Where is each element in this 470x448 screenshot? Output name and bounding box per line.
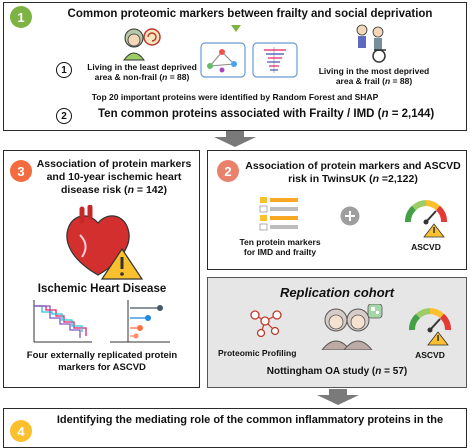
flow-arrow-icon [317, 389, 359, 405]
panel-twinsuk-ascvd [207, 150, 467, 270]
ascvd-markers-footer: Four externally replicated protein marke… [26, 350, 178, 373]
forest-plot-icon [110, 300, 170, 343]
ihd-label: Ischemic Heart Disease [37, 283, 167, 295]
step-badge-3: 3 [10, 160, 32, 182]
panel2-title: Association of protein markers and ASCVD… [245, 160, 461, 185]
gauge-icon [405, 200, 447, 238]
ten-common-proteins-text: Ten common proteins associated with Frai… [98, 108, 435, 120]
list-icon [259, 197, 298, 231]
heart-warning-icon [66, 205, 144, 280]
survival-curve-icon [33, 300, 92, 343]
panel1-title: Common proteomic markers between frailty… [67, 8, 433, 20]
twins-icon [321, 304, 383, 350]
panel4-title: Identifying the mediating role of the co… [56, 414, 444, 426]
top20-proteins-text: Top 20 important proteins were identifie… [91, 92, 379, 102]
gauge-icon [409, 308, 451, 346]
step-number-2: 2 [56, 108, 72, 124]
most-deprived-label: Living in the most deprived area & frail… [318, 66, 430, 86]
plus-icon [340, 206, 360, 226]
panel3-title: Association of protein markers and 10-ye… [36, 158, 192, 196]
replication-ascvd-label: ASCVD [415, 350, 445, 360]
step-number-1: 1 [56, 62, 72, 78]
ascvd-label: ASCVD [411, 242, 441, 252]
step-badge-1: 1 [10, 6, 32, 28]
wheelchair-person-icon [356, 24, 386, 63]
flow-arrow-icon [214, 131, 256, 147]
molecule-icon [250, 310, 282, 337]
step-badge-2: 2 [217, 160, 239, 182]
network-icon [200, 42, 246, 78]
least-deprived-label: Living in the least deprived area & non-… [87, 62, 197, 82]
ten-markers-label: Ten protein markers for IMD and frailty [239, 237, 321, 257]
panel-replication-cohort [207, 277, 467, 388]
step-badge-4: 4 [10, 420, 32, 442]
replication-title: Replication cohort [279, 285, 395, 300]
small-arrow-icon [231, 25, 241, 32]
elderly-woman-icon [123, 28, 161, 61]
proteomic-profiling-label: Proteomic Profiling [218, 348, 297, 358]
shap-plot-icon [252, 42, 298, 78]
nottingham-study-label: Nottingham OA study (n = 57) [266, 366, 408, 377]
